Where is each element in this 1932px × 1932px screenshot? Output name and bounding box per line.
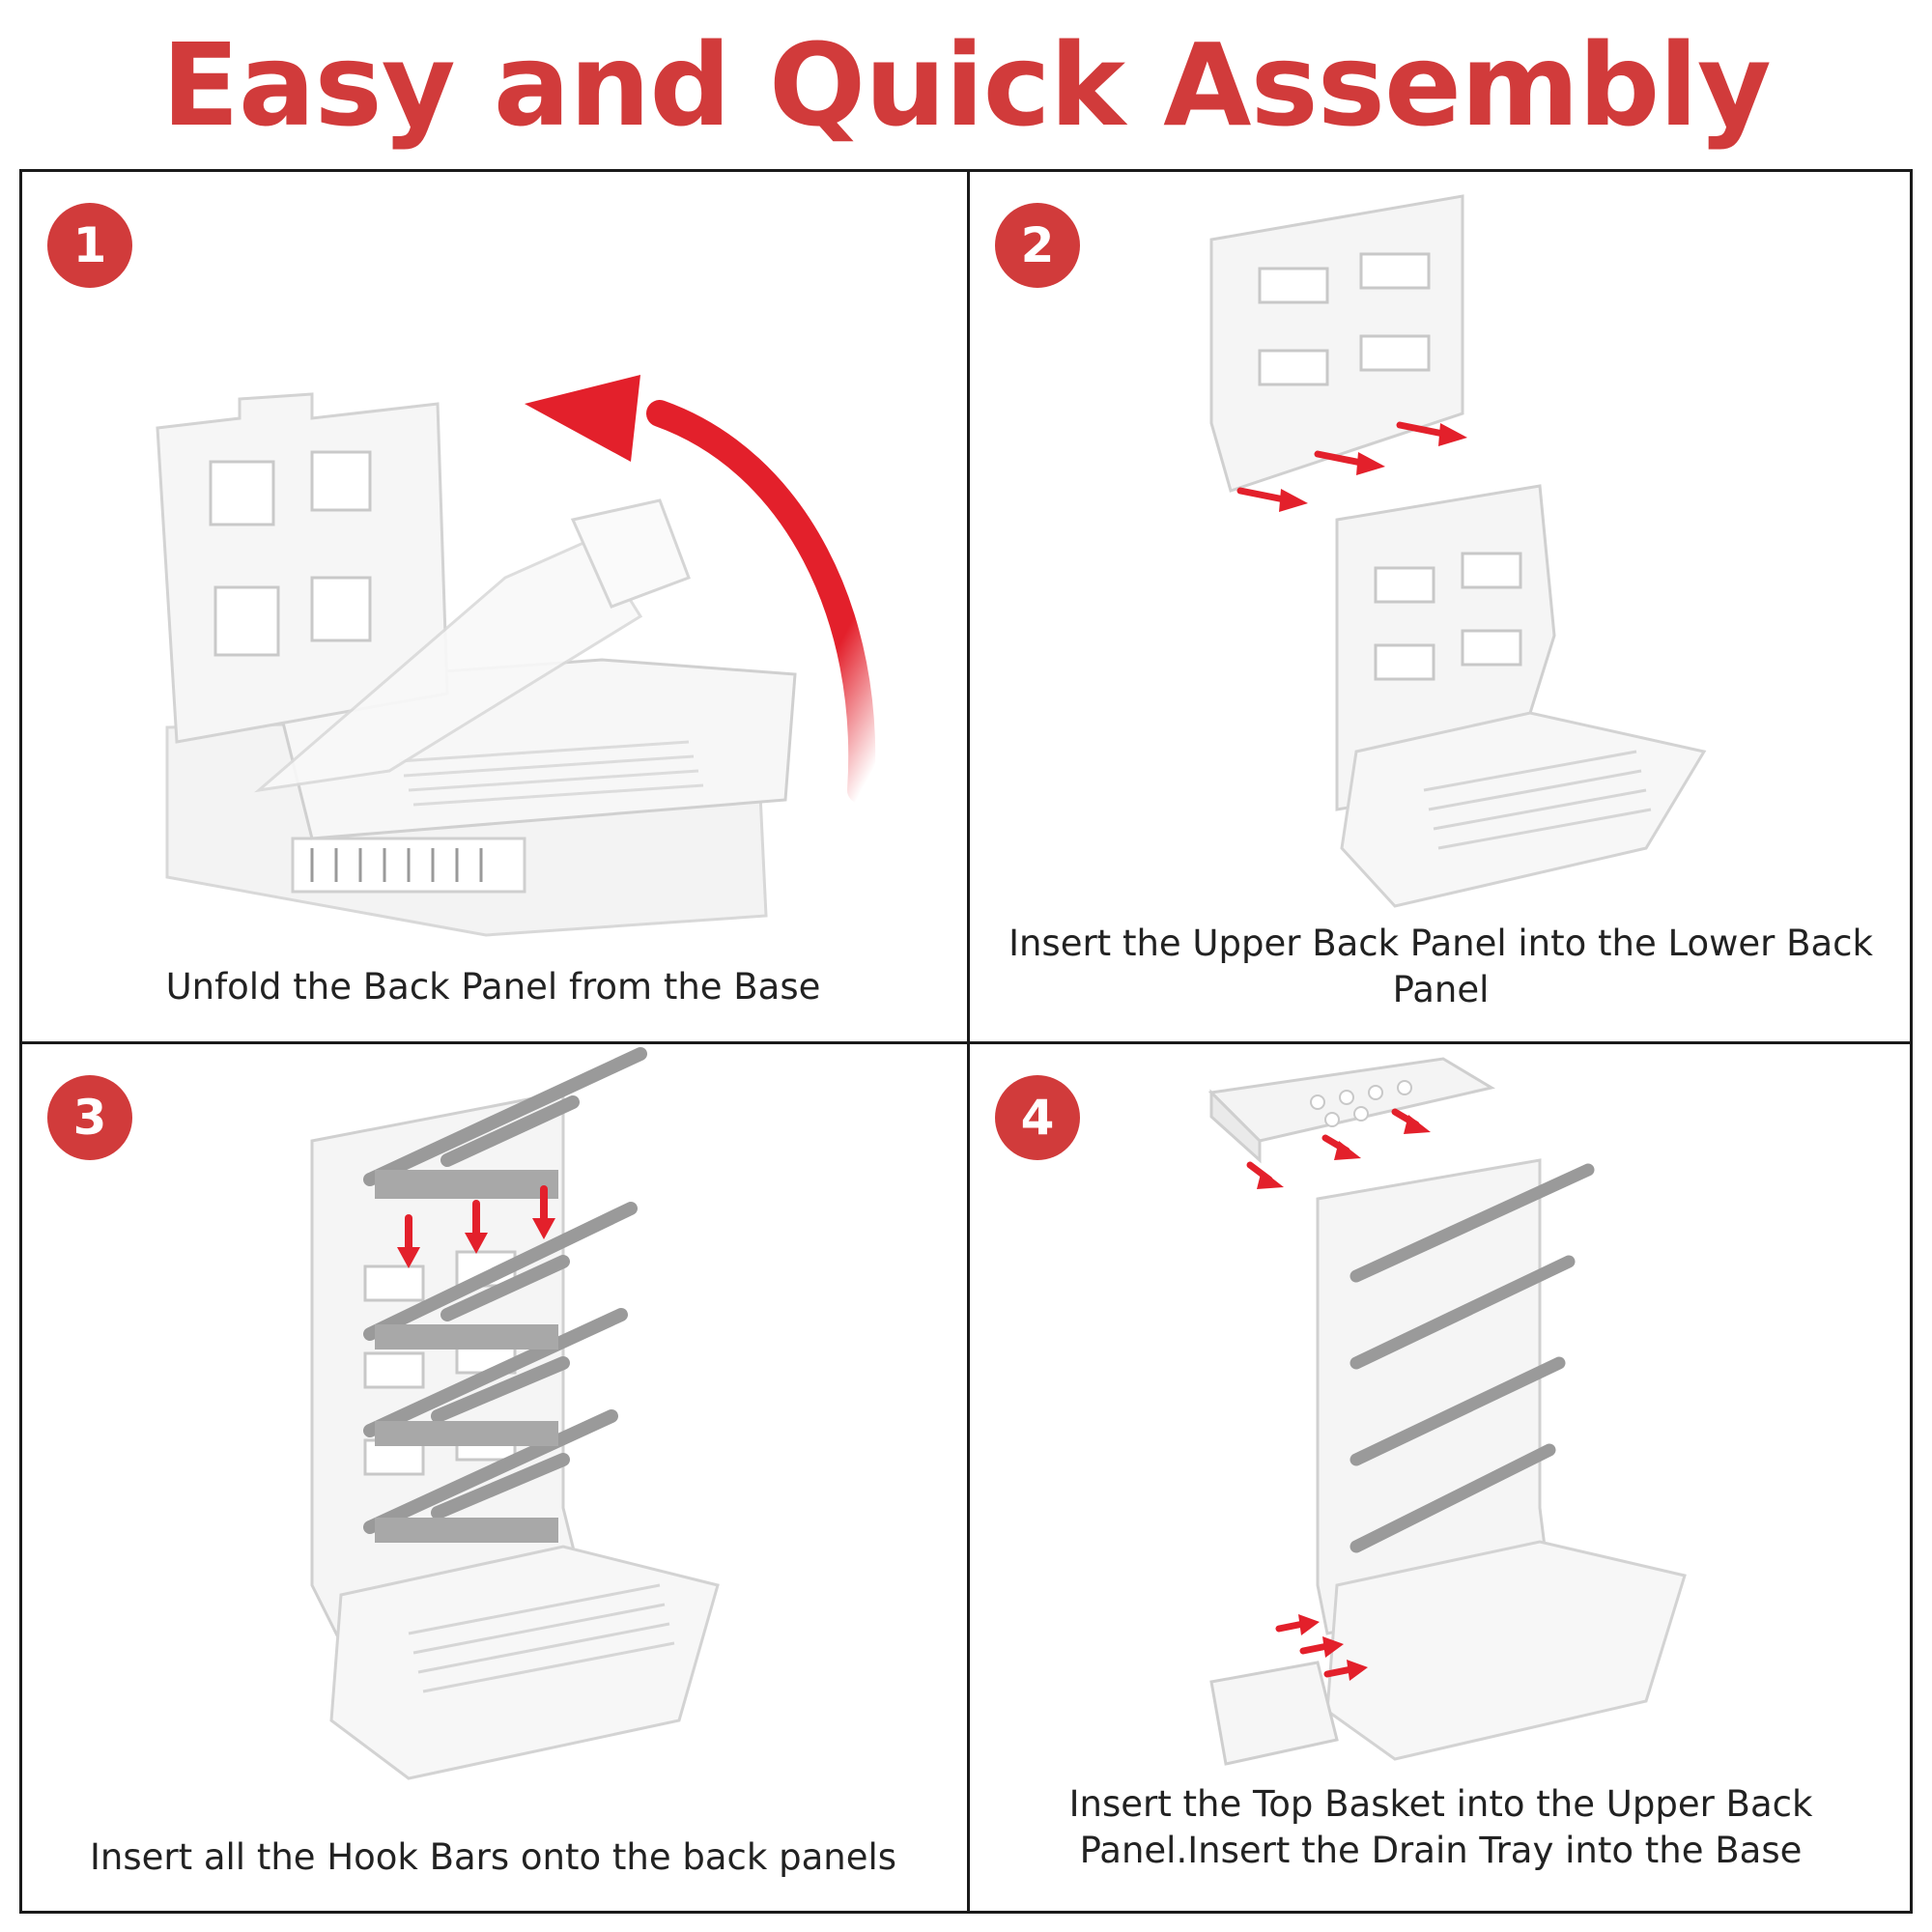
step-2-caption: Insert the Upper Back Panel into the Low… (1009, 923, 1873, 1010)
step-1-illustration (156, 375, 876, 937)
step-4-caption: Insert the Top Basket into the Upper Bac… (1068, 1783, 1813, 1871)
step-3-caption: Insert all the Hook Bars onto the back p… (89, 1836, 897, 1878)
step-1-caption: Unfold the Back Panel from the Base (165, 966, 821, 1008)
steps-grid: 1 Unfold the Back Panel from the Base (19, 169, 1913, 1914)
step-2-panel: 2 Insert the Upper Back Panel into the L… (970, 172, 1912, 1038)
step-3-illustration (310, 1047, 720, 1780)
step-3-badge: 3 (47, 1075, 132, 1160)
step-2-illustration (1209, 194, 1707, 908)
step-2-badge: 2 (995, 203, 1080, 288)
step-4-badge: 4 (995, 1075, 1080, 1160)
step-1-badge: 1 (47, 203, 132, 288)
grid-divider-horizontal (22, 1041, 1910, 1044)
step-4-illustration (1208, 1057, 1687, 1766)
step-3-panel: 3 Insert all the Hook Bars onto the back… (22, 1044, 964, 1911)
step-1-panel: 1 Unfold the Back Panel from the Base (22, 172, 964, 1038)
page-title: Easy and Quick Assembly (161, 17, 1772, 152)
step-4-panel: 4 Insert the Top Basket into the Upper B… (970, 1044, 1912, 1911)
